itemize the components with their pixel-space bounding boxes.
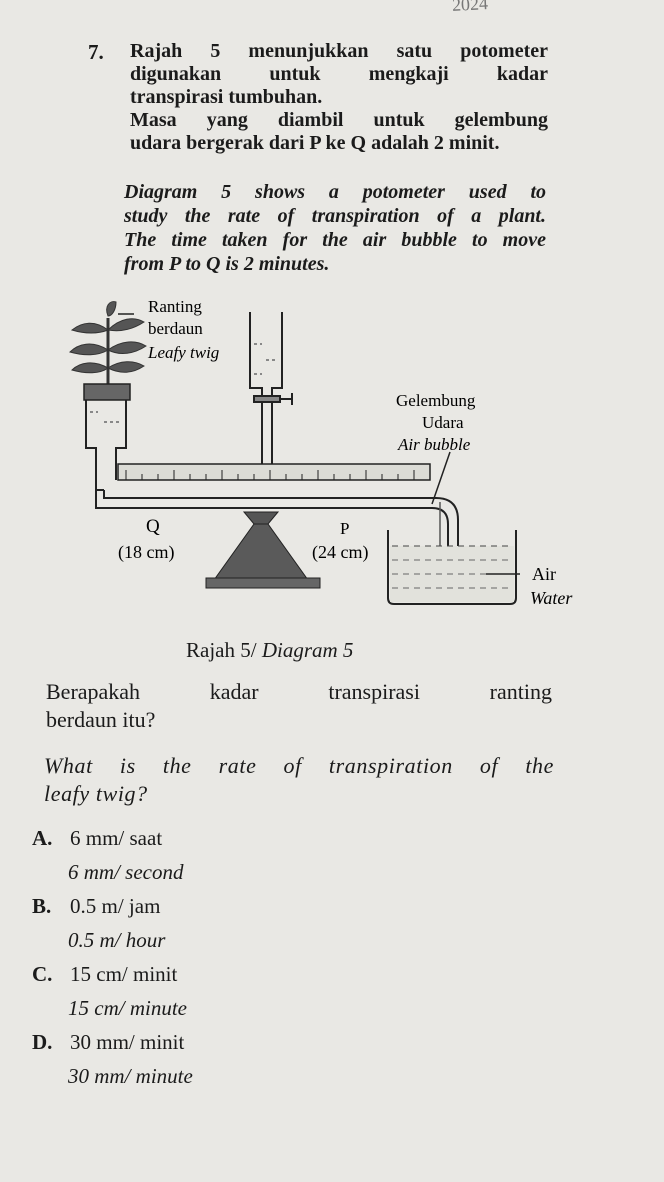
- label-bubble-malay-1: Gelembung: [396, 391, 476, 410]
- option-a-english[interactable]: 6 mm/ second: [68, 860, 184, 884]
- option-c-english[interactable]: 15 cm/ minute: [68, 996, 187, 1020]
- prompt-malay-line: Berapakah kadar transpirasi ranting: [46, 679, 552, 704]
- beaker-of-water: [387, 530, 520, 605]
- stem-english-line: The time taken for the air bubble to mov…: [124, 229, 546, 251]
- label-q-value: (18 cm): [118, 542, 174, 563]
- option-d-english[interactable]: 30 mm/ minute: [68, 1064, 193, 1088]
- label-p: P: [340, 519, 349, 538]
- label-p-value: (24 cm): [312, 542, 368, 563]
- option-c-letter: C.: [32, 962, 53, 986]
- prompt-english: What is the rate of transpiration of the…: [44, 752, 554, 808]
- option-b-english[interactable]: 0.5 m/ hour: [68, 928, 166, 952]
- label-bubble-malay-2: Udara: [422, 413, 464, 432]
- stem-malay-line: transpirasi tumbuhan.: [130, 86, 323, 108]
- diagram-caption: Rajah 5/ Diagram 5: [186, 638, 353, 663]
- label-bubble-english: Air bubble: [397, 435, 471, 454]
- option-a-letter: A.: [32, 826, 53, 850]
- option-d-letter: D.: [32, 1030, 53, 1054]
- reservoir-with-tap: [249, 312, 293, 476]
- option-b-malay[interactable]: 0.5 m/ jam: [70, 894, 161, 918]
- option-b-letter: B.: [32, 894, 52, 918]
- stem-english-line: study the rate of transpiration of a pla…: [124, 205, 546, 227]
- twig-holder-tube: [85, 400, 127, 491]
- label-twig-malay-2: berdaun: [148, 319, 203, 338]
- question-stem-english: Diagram 5 shows a potometer used to stud…: [124, 180, 546, 276]
- stem-malay-line: digunakan untuk mengkaji kadar: [130, 63, 548, 85]
- option-d-malay[interactable]: 30 mm/ minit: [70, 1030, 185, 1054]
- stem-malay-line: udara bergerak dari P ke Q adalah 2 mini…: [130, 132, 500, 154]
- label-water: Water: [530, 588, 573, 608]
- label-q: Q: [146, 516, 160, 537]
- prompt-english-line: What is the rate of transpiration of the: [44, 753, 554, 778]
- prompt-malay-line: berdaun itu?: [46, 707, 156, 732]
- option-c-malay[interactable]: 15 cm/ minit: [70, 962, 178, 986]
- stem-malay-line: Rajah 5 menunjukkan satu potometer: [130, 40, 548, 62]
- stem-english-line: from P to Q is 2 minutes.: [124, 253, 330, 275]
- prompt-english-line: leafy twig?: [44, 781, 148, 806]
- question-stem-malay: Rajah 5 menunjukkan satu potometer digun…: [130, 40, 548, 155]
- rubber-bung: [83, 383, 131, 401]
- ruler: [117, 463, 431, 481]
- retort-stand: [205, 511, 321, 589]
- question-number: 7.: [88, 40, 104, 64]
- leafy-twig-drawing: [69, 301, 147, 388]
- prompt-malay: Berapakah kadar transpirasi ranting berd…: [46, 678, 552, 734]
- label-twig-english: Leafy twig: [147, 343, 219, 362]
- stem-english-line: Diagram 5 shows a potometer used to: [124, 181, 546, 203]
- label-twig-malay-1: Ranting: [148, 297, 202, 316]
- caption-english: Diagram 5: [261, 638, 354, 662]
- caption-malay: Rajah 5/: [186, 638, 257, 662]
- stem-malay-line: Masa yang diambil untuk gelembung: [130, 109, 548, 131]
- label-air: Air: [532, 564, 556, 584]
- option-a-malay[interactable]: 6 mm/ saat: [70, 826, 163, 850]
